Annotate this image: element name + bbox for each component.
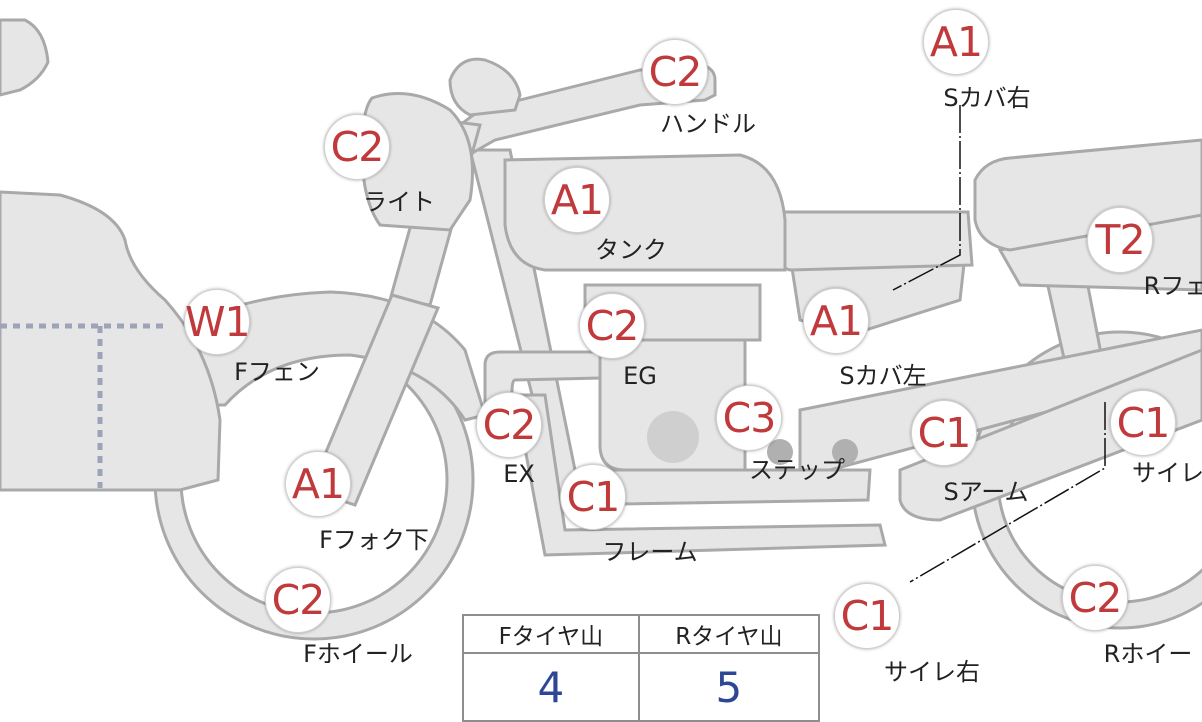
- muffler-left-label: サイレ: [1132, 459, 1202, 487]
- engine-label: EG: [623, 362, 657, 390]
- side-cover-left-marker: A1: [803, 288, 869, 354]
- front-fork-lower-label: Fフォク下: [319, 526, 429, 554]
- rear-tire-tread-header: Rタイヤ山: [637, 614, 821, 654]
- handle-marker: C2: [642, 39, 708, 105]
- engine-case-shape: [598, 338, 747, 472]
- frame-label: フレーム: [602, 538, 698, 566]
- muffler-shape: [898, 348, 1202, 522]
- exhaust-label: EX: [503, 460, 535, 488]
- rear-wheel-label: Rホイー: [1103, 640, 1193, 668]
- front-fender-label: Fフェン: [234, 358, 320, 386]
- swing-arm-marker: C1: [911, 400, 977, 466]
- tank-marker: A1: [544, 167, 610, 233]
- exhaust-pipe-shape: [483, 350, 602, 442]
- rear-wheel-marker: C2: [1062, 565, 1128, 631]
- tire-tread-value-row: 4 5: [462, 652, 821, 722]
- engine-marker: C2: [579, 293, 645, 359]
- side-cover-right-leader-line: [892, 105, 961, 291]
- step-peg-right-shape: [832, 439, 858, 465]
- front-wheel-label: Fホイール: [303, 640, 413, 668]
- side-cover-right-label: Sカバ右: [943, 84, 1031, 112]
- muffler-right-leader-line: [909, 402, 1106, 583]
- swing-arm-label: Sアーム: [943, 478, 1029, 506]
- step-peg-left-shape: [767, 439, 793, 465]
- step-marker: C3: [716, 385, 782, 451]
- rear-fender-marker: T2: [1087, 207, 1153, 273]
- exhaust-marker: C2: [476, 392, 542, 458]
- tire-tread-table: Fタイヤ山 Rタイヤ山 4 5: [462, 614, 821, 722]
- step-label: ステップ: [749, 456, 845, 484]
- side-cover-right-marker: A1: [923, 9, 989, 75]
- light-marker: C2: [324, 114, 390, 180]
- swing-arm-shape: [798, 328, 1202, 472]
- handlebar-mount-shape: [448, 57, 522, 117]
- mirror-shape: [0, 18, 50, 97]
- muffler-left-marker: C1: [1110, 390, 1176, 456]
- light-label: ライト: [363, 188, 435, 216]
- tank-label: タンク: [595, 236, 667, 264]
- fairing-shape: [0, 190, 222, 492]
- front-fender-marker: W1: [184, 289, 251, 355]
- engine-cover-shape: [647, 411, 699, 463]
- frame-lower-shape: [513, 393, 887, 557]
- front-fork-lower-shape: [307, 293, 441, 507]
- rear-tire-tread-value: 5: [637, 652, 821, 722]
- tire-tread-header-row: Fタイヤ山 Rタイヤ山: [462, 614, 821, 654]
- front-tire-tread-header: Fタイヤ山: [462, 614, 640, 654]
- side-cover-left-label: Sカバ左: [839, 362, 927, 390]
- muffler-right-marker: C1: [834, 583, 900, 649]
- muffler-right-label: サイレ右: [884, 658, 980, 686]
- rear-fender-label: Rフェ: [1143, 272, 1202, 300]
- frame-marker: C1: [560, 464, 626, 530]
- front-fork-lower-marker: A1: [285, 451, 351, 517]
- handle-label: ハンドル: [660, 110, 756, 138]
- front-tire-tread-value: 4: [462, 652, 640, 722]
- seat-front-shape: [768, 210, 974, 272]
- front-wheel-marker: C2: [265, 567, 331, 633]
